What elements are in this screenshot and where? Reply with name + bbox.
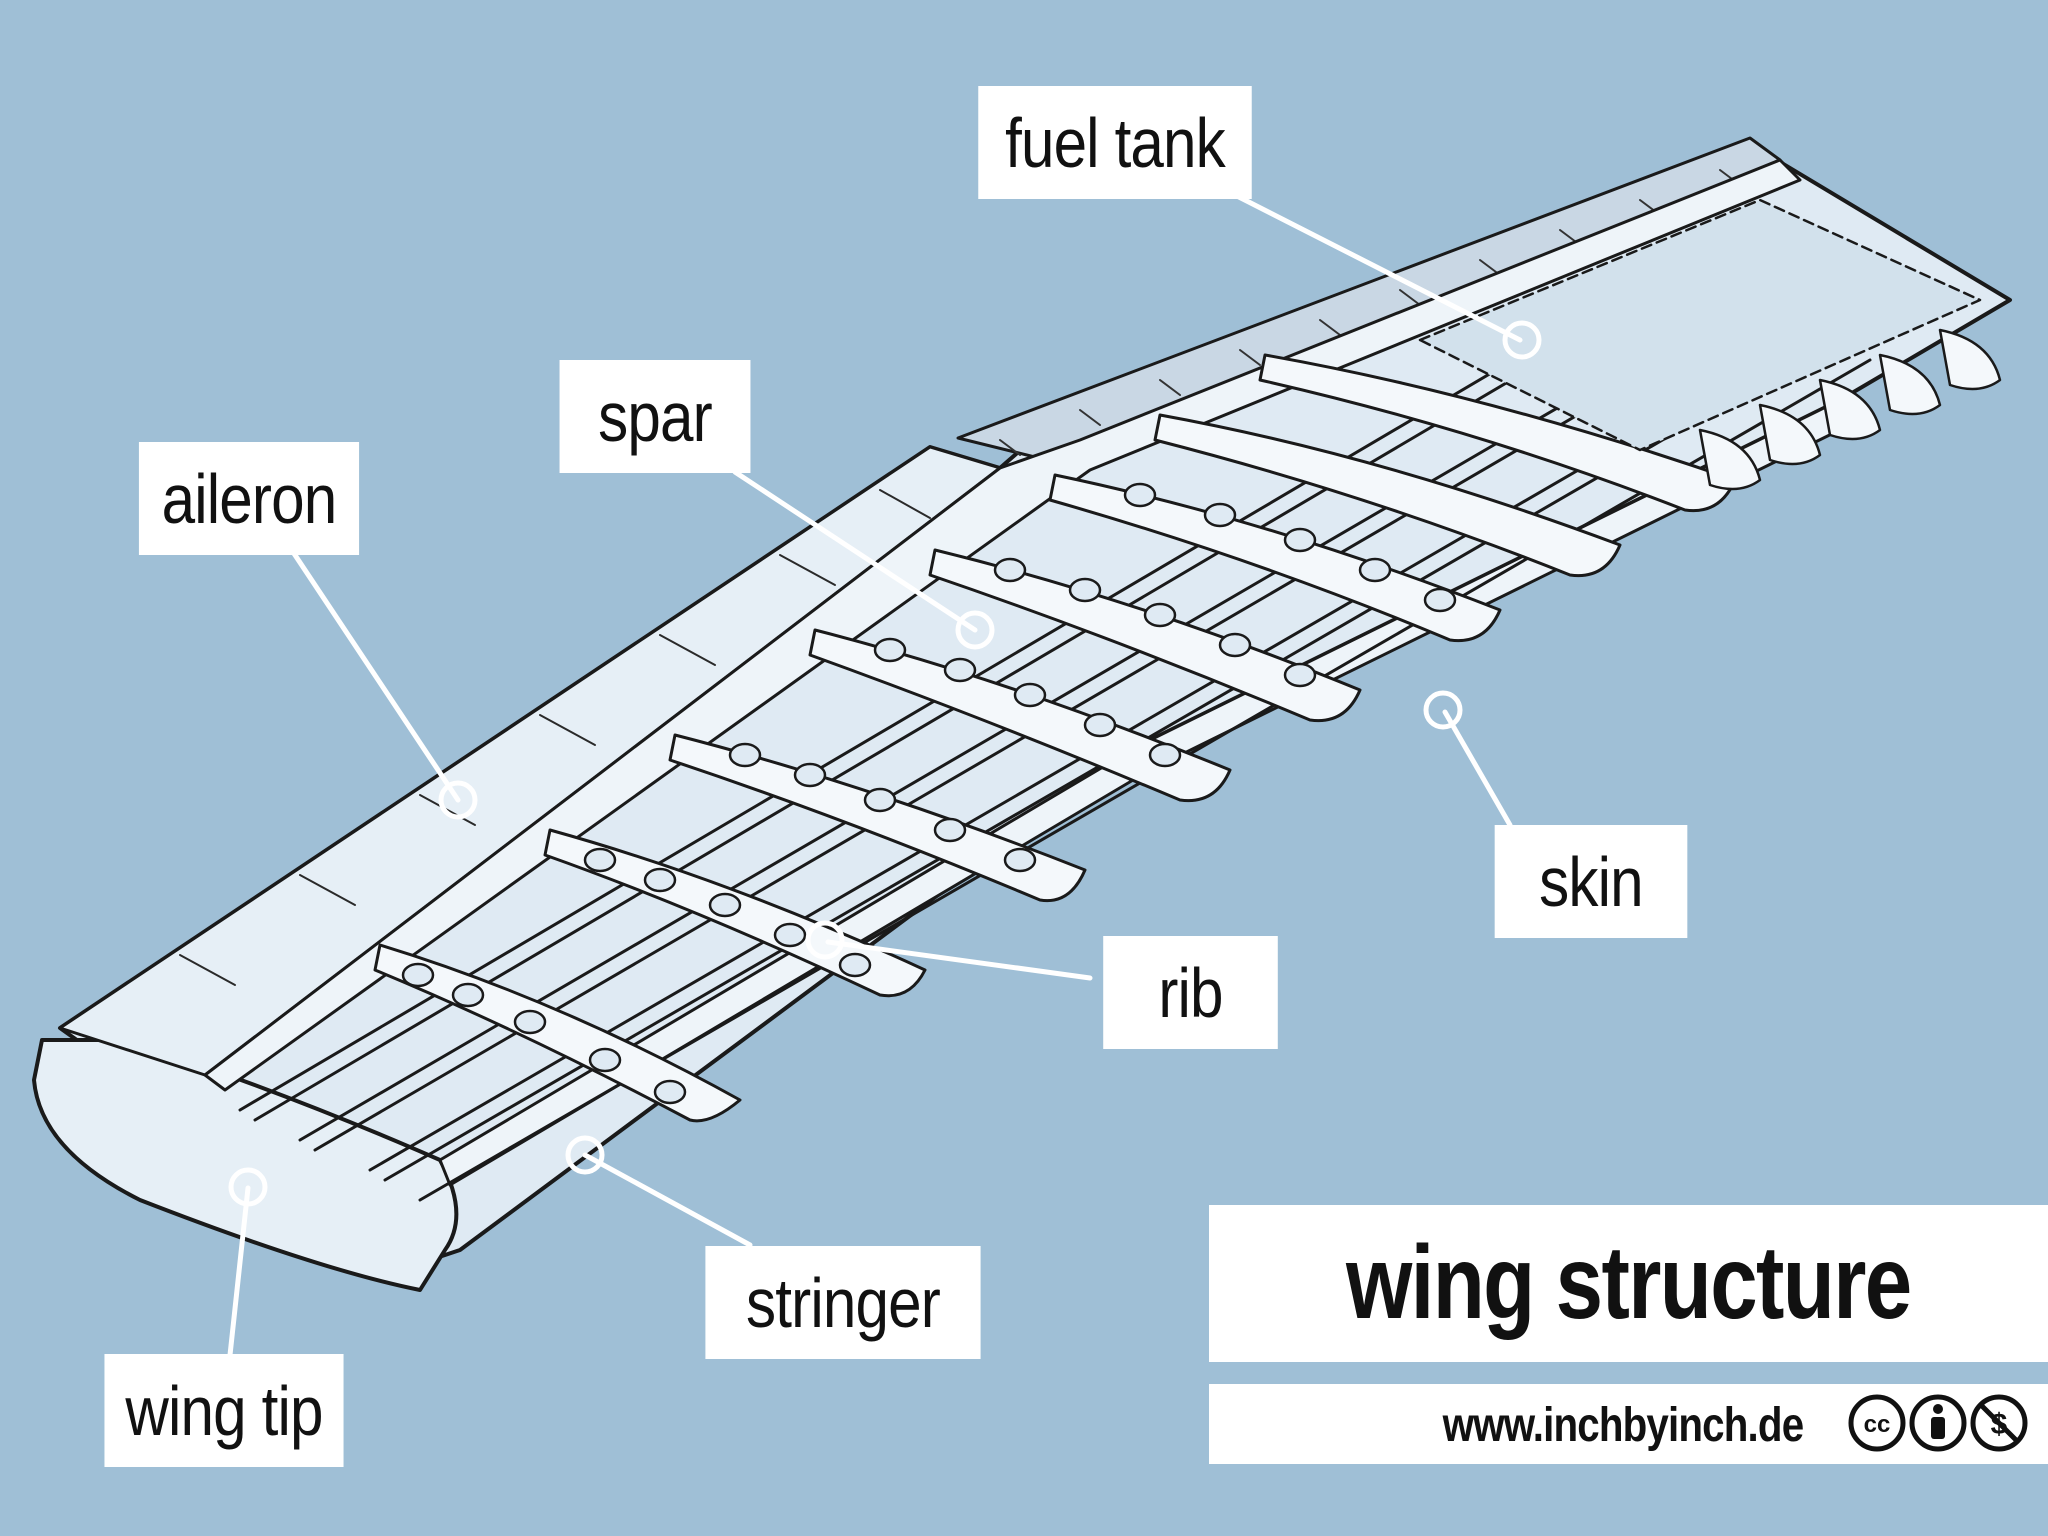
license-badges: cc $ — [1848, 1394, 2028, 1452]
leader-markers — [228, 320, 1542, 1207]
ribs — [373, 353, 1737, 1123]
rear-spar — [203, 158, 1802, 1092]
creative-commons-icon — [1848, 1394, 1906, 1452]
fuel-tank-outline — [1418, 198, 1982, 452]
leader-lines — [227, 192, 1523, 1358]
aileron-hatching — [179, 489, 931, 986]
cc-letters: cc — [1864, 1411, 1891, 1438]
label-rib: rib — [1103, 936, 1278, 1049]
rib-holes — [401, 482, 1457, 1105]
website-link[interactable]: www.inchbyinch.de — [1442, 1399, 1803, 1452]
page-title: wing structure — [1346, 1225, 1912, 1341]
label-stringer: stringer — [705, 1246, 981, 1359]
label-wing-tip: wing tip — [104, 1354, 344, 1467]
label-spar: spar — [559, 360, 751, 473]
footer-panel: www.inchbyinch.de cc $ — [1209, 1384, 2048, 1464]
leading-edge-ribs — [1698, 328, 2002, 491]
label-aileron: aileron — [138, 442, 360, 555]
title-panel: wing structure — [1209, 1205, 2048, 1362]
label-skin: skin — [1494, 825, 1688, 938]
label-fuel-tank: fuel tank — [978, 86, 1252, 199]
